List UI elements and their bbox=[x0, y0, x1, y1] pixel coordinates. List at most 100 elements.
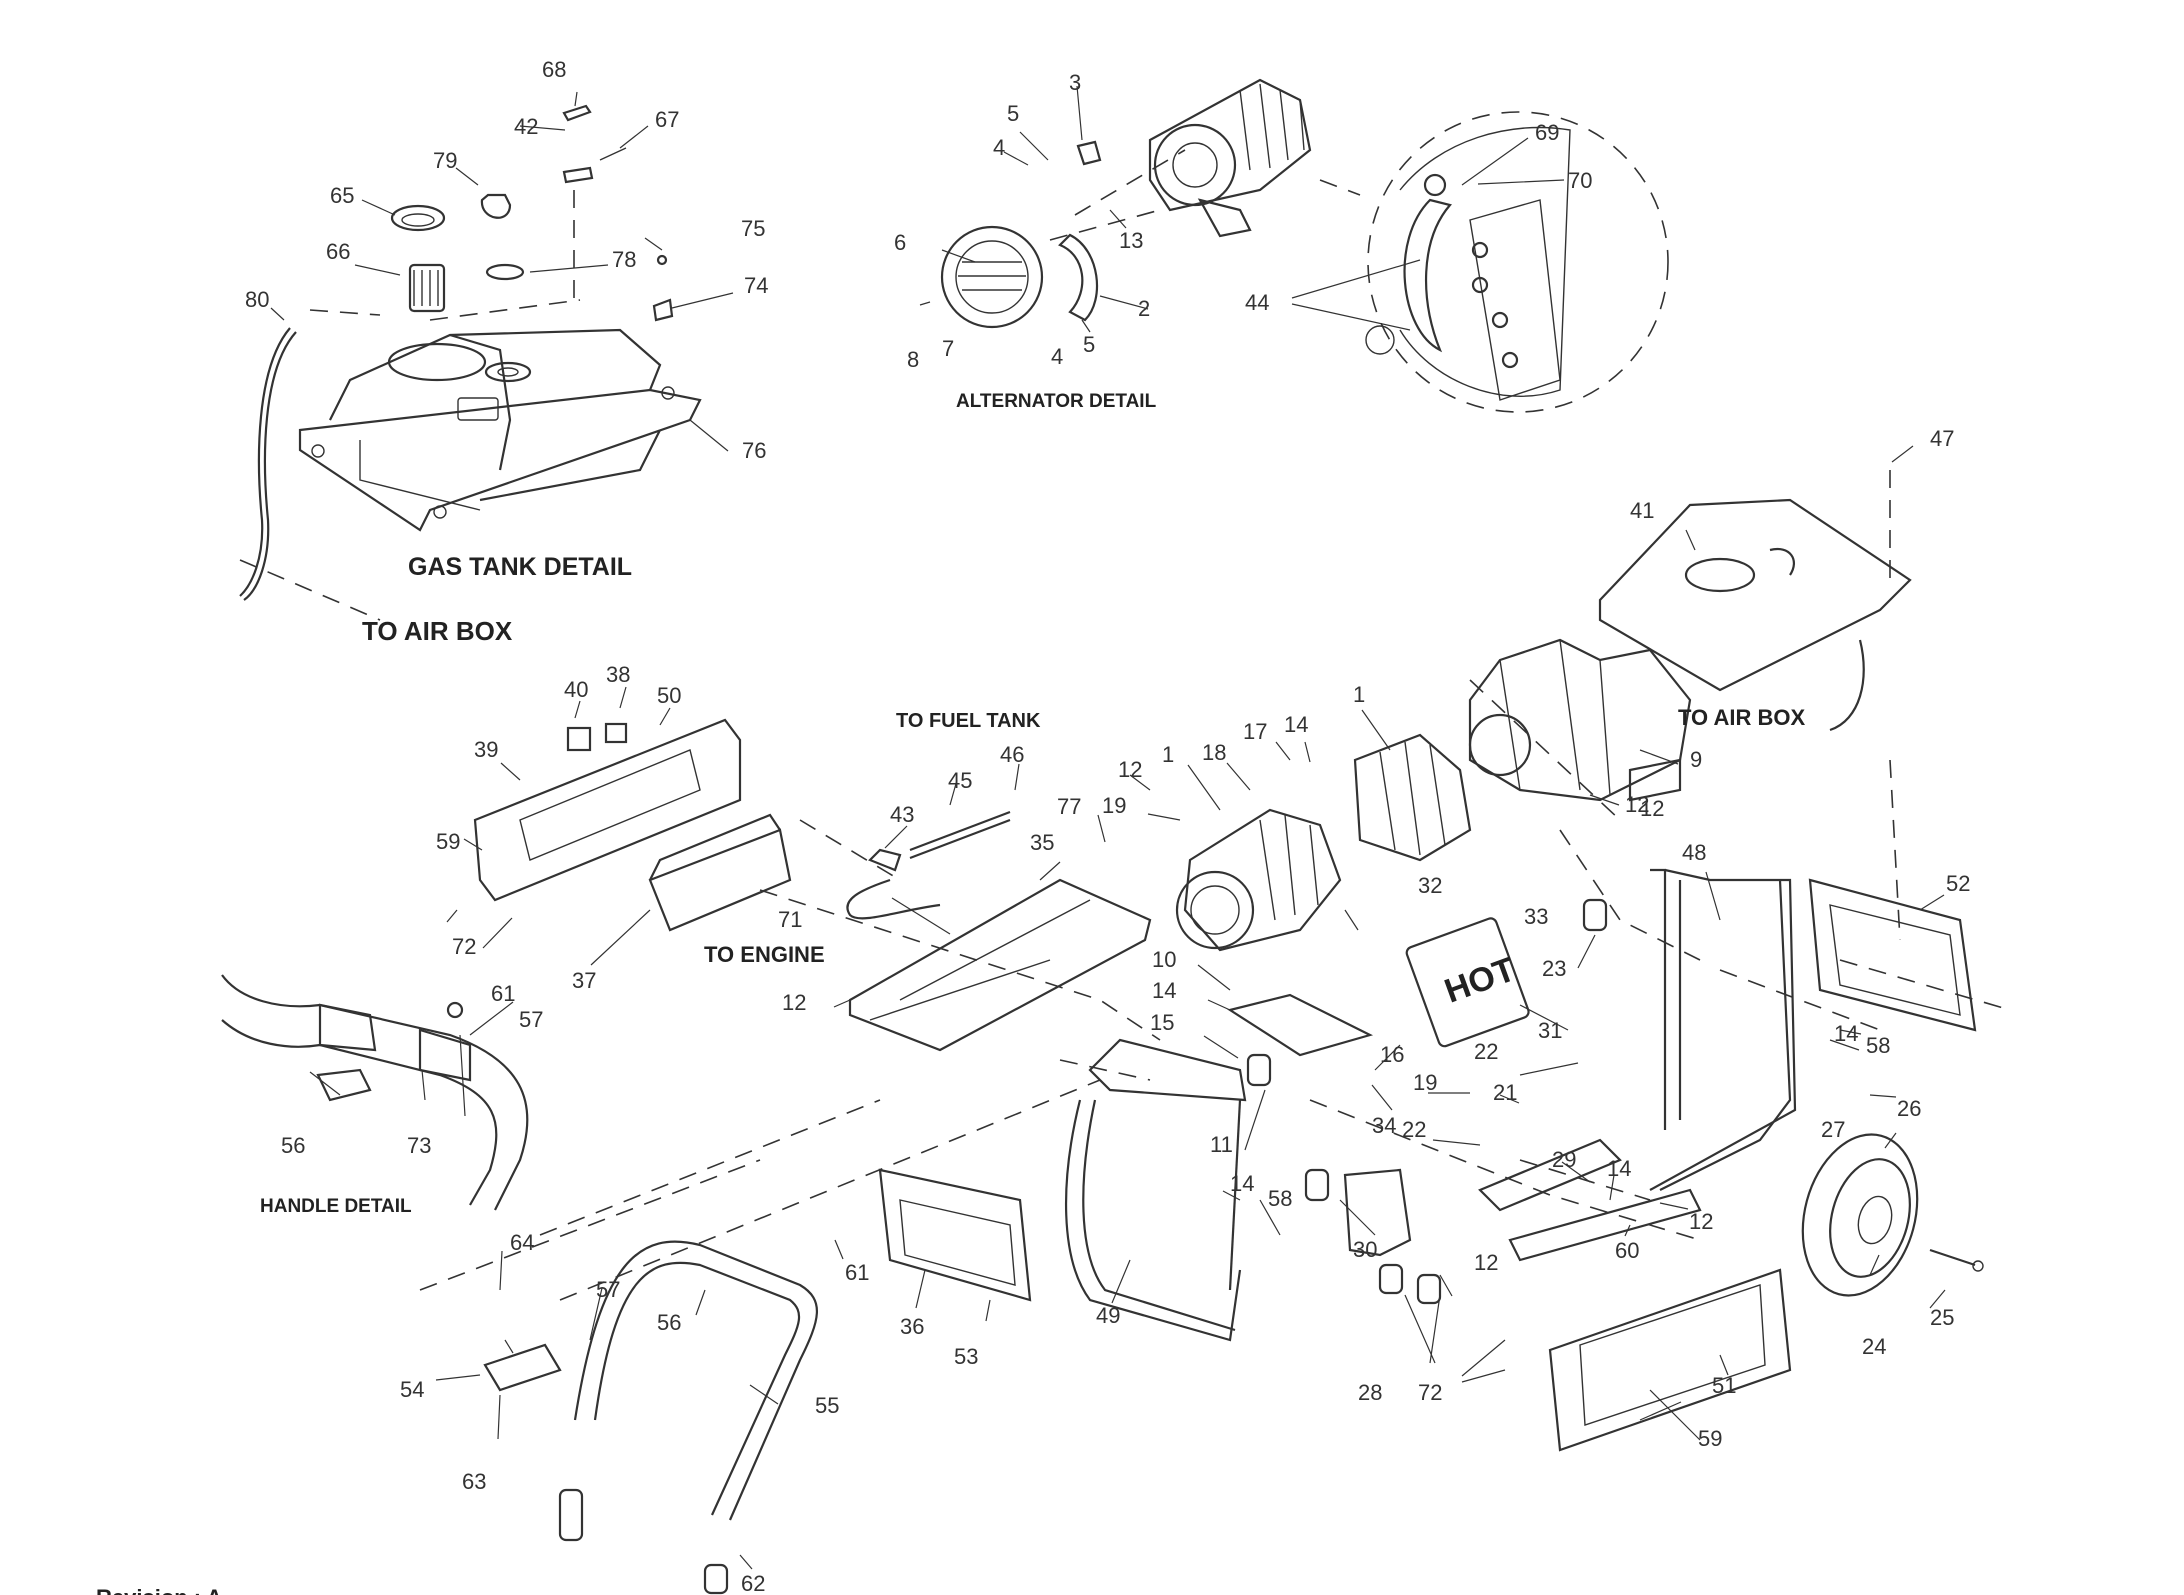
callout-number: 4 bbox=[1051, 344, 1063, 369]
callout-number: 26 bbox=[1897, 1096, 1921, 1121]
callout-number: 36 bbox=[900, 1314, 924, 1339]
alternator-detail-caption: ALTERNATOR DETAIL bbox=[956, 391, 1157, 412]
engine-mounts-drawing bbox=[1227, 898, 1608, 1305]
callout-number: 18 bbox=[1202, 740, 1226, 765]
hot-warning-label: HOT bbox=[1440, 950, 1521, 1010]
to-fuel-tank-label: TO FUEL TANK bbox=[896, 710, 1041, 732]
to-air-box-right-label: TO AIR BOX bbox=[1678, 705, 1805, 730]
callout-number: 57 bbox=[519, 1007, 543, 1032]
callout-number: 12 bbox=[782, 990, 806, 1015]
callout-number: 63 bbox=[462, 1469, 486, 1494]
wheel-drawing bbox=[1801, 1133, 1984, 1297]
callout-number: 9 bbox=[1690, 747, 1702, 772]
callout-number: 17 bbox=[1243, 719, 1267, 744]
callout-number: 58 bbox=[1866, 1033, 1890, 1058]
callout-number: 33 bbox=[1524, 904, 1548, 929]
callout-number: 70 bbox=[1568, 168, 1592, 193]
callout-number: 59 bbox=[1698, 1426, 1722, 1451]
callout-number: 48 bbox=[1682, 840, 1706, 865]
callout-number: 61 bbox=[845, 1260, 869, 1285]
fuel-tank-main-drawing bbox=[1598, 470, 1912, 732]
alternator-detail-drawing bbox=[940, 78, 1361, 329]
callout-number: 27 bbox=[1821, 1117, 1845, 1142]
callout-number: 75 bbox=[741, 216, 765, 241]
callout-number: 73 bbox=[407, 1133, 431, 1158]
callout-number: 57 bbox=[596, 1277, 620, 1302]
callout-number: 40 bbox=[564, 677, 588, 702]
callout-number: 1 bbox=[1353, 682, 1365, 707]
callout-number: 19 bbox=[1413, 1070, 1437, 1095]
callout-number: 31 bbox=[1538, 1018, 1562, 1043]
callout-number: 12 bbox=[1118, 757, 1142, 782]
callout-number: 4 bbox=[993, 135, 1005, 160]
callout-number: 45 bbox=[948, 768, 972, 793]
callout-number: 56 bbox=[657, 1310, 681, 1335]
callout-number: 49 bbox=[1096, 1303, 1120, 1328]
callout-number: 66 bbox=[326, 239, 350, 264]
callout-number: 72 bbox=[1418, 1380, 1442, 1405]
revision-label: Revision : A bbox=[96, 1585, 222, 1595]
callout-number: 62 bbox=[741, 1571, 765, 1595]
callout-number: 80 bbox=[245, 287, 269, 312]
callout-number: 14 bbox=[1607, 1156, 1631, 1181]
callout-number: 44 bbox=[1245, 290, 1269, 315]
callout-number: 2 bbox=[1138, 296, 1150, 321]
alternator-zoom-circle bbox=[1365, 111, 1669, 413]
callout-number: 16 bbox=[1380, 1042, 1404, 1067]
callout-number: 32 bbox=[1418, 873, 1442, 898]
callout-number: 1 bbox=[1162, 742, 1174, 767]
handle-detail-drawing bbox=[221, 974, 529, 1211]
callout-number: 5 bbox=[1083, 332, 1095, 357]
callout-number: 43 bbox=[890, 802, 914, 827]
fuel-valve-drawing bbox=[846, 810, 1011, 920]
callout-number: 67 bbox=[655, 107, 679, 132]
callout-number: 23 bbox=[1542, 956, 1566, 981]
to-engine-label: TO ENGINE bbox=[704, 942, 825, 967]
callout-number: 51 bbox=[1712, 1373, 1736, 1398]
to-air-box-left-label: TO AIR BOX bbox=[362, 616, 513, 646]
callout-number: 79 bbox=[433, 148, 457, 173]
lower-handle-drawing bbox=[483, 1240, 818, 1595]
callout-number: 41 bbox=[1630, 498, 1654, 523]
callout-number: 12 bbox=[1689, 1209, 1713, 1234]
callout-number: 29 bbox=[1552, 1147, 1576, 1172]
callout-number: 76 bbox=[742, 438, 766, 463]
callout-numbers: 68 42 67 79 65 66 78 75 74 80 76 3 5 4 1… bbox=[245, 57, 1970, 1595]
callout-number: 30 bbox=[1353, 1237, 1377, 1262]
callout-number: 39 bbox=[474, 737, 498, 762]
callout-number: 8 bbox=[907, 347, 919, 372]
callout-number: 25 bbox=[1930, 1305, 1954, 1330]
callout-number: 53 bbox=[954, 1344, 978, 1369]
callout-number: 55 bbox=[815, 1393, 839, 1418]
frame-drawing bbox=[1064, 868, 1797, 1342]
callout-number: 64 bbox=[510, 1230, 534, 1255]
leader-lines bbox=[270, 85, 1946, 1570]
callout-number: 24 bbox=[1862, 1334, 1886, 1359]
callout-number: 14 bbox=[1230, 1171, 1254, 1196]
callout-number: 74 bbox=[744, 273, 768, 298]
callout-number: 54 bbox=[400, 1377, 424, 1402]
callout-number: 12 bbox=[1625, 792, 1649, 817]
callout-number: 14 bbox=[1834, 1021, 1858, 1046]
callout-number: 46 bbox=[1000, 742, 1024, 767]
end-panels-drawing bbox=[878, 878, 1977, 1452]
callout-number: 69 bbox=[1535, 120, 1559, 145]
assembly-guides bbox=[419, 679, 2011, 1301]
callout-number: 14 bbox=[1152, 978, 1176, 1003]
callout-number: 11 bbox=[1210, 1132, 1233, 1157]
callout-number: 77 bbox=[1057, 794, 1081, 819]
callout-number: 22 bbox=[1474, 1039, 1498, 1064]
gas-tank-detail-caption: GAS TANK DETAIL bbox=[408, 553, 632, 581]
callout-number: 59 bbox=[436, 829, 460, 854]
callout-number: 12 bbox=[1640, 796, 1664, 821]
callout-number: 14 bbox=[1284, 712, 1308, 737]
callout-number: 7 bbox=[942, 336, 954, 361]
callout-number: 61 bbox=[491, 981, 515, 1006]
callout-number: 35 bbox=[1030, 830, 1054, 855]
callout-number: 58 bbox=[1268, 1186, 1292, 1211]
callout-number: 22 bbox=[1402, 1117, 1426, 1142]
callout-number: 5 bbox=[1007, 101, 1019, 126]
callout-number: 3 bbox=[1069, 70, 1081, 95]
